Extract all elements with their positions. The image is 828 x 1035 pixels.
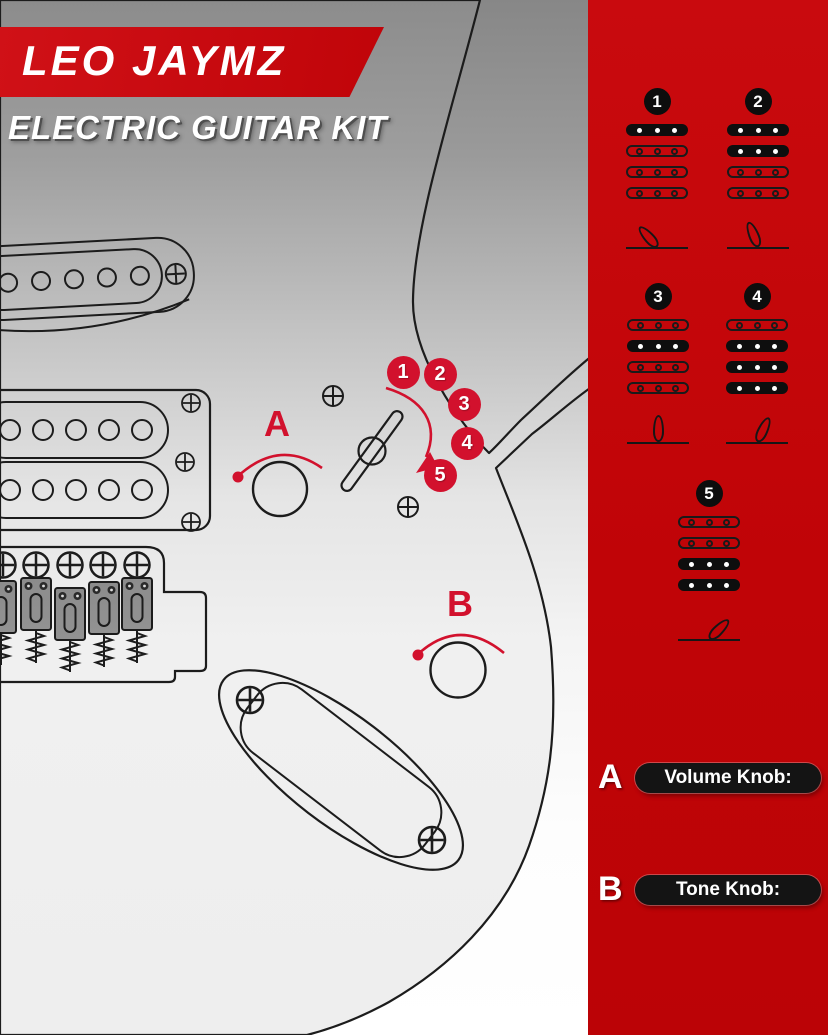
- pickup-bar-inactive: [727, 166, 789, 178]
- pickup-bars: [723, 124, 793, 199]
- pickup-bar-inactive: [626, 187, 688, 199]
- selector-number-badge: 5: [423, 458, 457, 492]
- screw-icon: [89, 551, 117, 579]
- legend-label: Volume Knob:: [664, 767, 792, 788]
- pickup-bar-inactive: [626, 145, 688, 157]
- selector-lever-icon: [726, 410, 788, 445]
- pickup-bar-active: [727, 124, 789, 136]
- pickup-bar-active: [726, 340, 788, 352]
- pickup-bar-inactive: [626, 166, 688, 178]
- legend-row: B Tone Knob:: [588, 870, 828, 908]
- brand-title: LEO JAYMZ: [22, 37, 287, 85]
- legend-pill: Tone Knob:: [635, 875, 821, 905]
- position-number-badge: 4: [743, 283, 771, 310]
- knob-a-label: A: [264, 403, 290, 444]
- pickup-bars: [623, 319, 693, 394]
- knob-a-arc-dot: [232, 471, 244, 483]
- selector-number-badge: 4: [450, 426, 484, 460]
- brand-banner: LEO JAYMZ: [0, 27, 384, 97]
- pickup-bars: [674, 516, 744, 591]
- pickup-bar-active: [726, 361, 788, 373]
- pickup-position-diagram: 2: [723, 88, 793, 250]
- bridge-saddle: [88, 581, 120, 635]
- pickup-position-diagram: 4: [722, 283, 792, 445]
- pickup-bars: [622, 124, 692, 199]
- pickup-position-diagram: 1: [622, 88, 692, 251]
- position-number-badge: 1: [643, 88, 671, 115]
- legend-key: A: [598, 758, 623, 796]
- selector-lever-icon: [626, 215, 688, 251]
- pickup-bar-inactive: [627, 361, 689, 373]
- pickup-bar-inactive: [727, 187, 789, 199]
- sidebar: 1 2 3 4 5: [588, 0, 828, 1035]
- pickup-bar-inactive: [627, 382, 689, 394]
- knob-b-rotation-arc: [416, 633, 505, 656]
- position-number-badge: 2: [744, 88, 772, 115]
- screw-icon: [56, 551, 84, 579]
- pickup-bar-active: [678, 558, 740, 570]
- pickup-position-diagram: 3: [623, 283, 693, 444]
- screw-icon: [123, 551, 151, 579]
- knob-a-rotation-arc: [236, 453, 323, 478]
- guitar-body-outline: [0, 0, 603, 1035]
- tone-knob: [429, 641, 487, 699]
- pickup-bar-active: [727, 145, 789, 157]
- position-number-badge: 5: [695, 480, 723, 507]
- pickup-bar-inactive: [678, 516, 740, 528]
- knob-b-arc-dot: [412, 649, 424, 661]
- selector-number-badge: 3: [447, 387, 481, 421]
- legend-key: B: [598, 870, 623, 908]
- pickup-bar-inactive: [678, 537, 740, 549]
- screw-icon: [322, 385, 344, 407]
- bridge-saddle: [54, 587, 86, 641]
- bridge-humbucker-pickup: [0, 388, 212, 532]
- screw-icon: [235, 685, 265, 715]
- neck-single-coil-pickup: [0, 236, 195, 333]
- bridge-saddle: [0, 580, 17, 634]
- screw-icon: [417, 825, 447, 855]
- annotation-arcs: [232, 386, 505, 661]
- selector-number-badge: 1: [386, 355, 420, 389]
- screw-icon: [164, 262, 188, 286]
- legend-row: A Volume Knob:: [588, 758, 828, 796]
- pickup-bars: [722, 319, 792, 394]
- legend-label: Tone Knob:: [675, 879, 781, 900]
- position-number-badge: 3: [644, 283, 672, 310]
- pickup-bar-inactive: [726, 319, 788, 331]
- screw-icon: [181, 393, 201, 413]
- screw-icon: [175, 452, 195, 472]
- pickup-bar-active: [678, 579, 740, 591]
- knob-b-label: B: [447, 583, 473, 624]
- selector-number-badge: 2: [423, 357, 457, 391]
- selector-sweep-arrow: [385, 386, 433, 458]
- pickup-selector-switch: [322, 385, 419, 518]
- selector-lever-icon: [727, 215, 789, 250]
- legend-pill: Volume Knob:: [635, 763, 821, 793]
- pickup-bar-inactive: [627, 319, 689, 331]
- pickup-bar-active: [627, 340, 689, 352]
- selector-lever-icon: [678, 607, 740, 643]
- volume-knob: [251, 460, 309, 518]
- bridge-saddle: [20, 577, 52, 631]
- pickup-bar-active: [626, 124, 688, 136]
- screw-icon: [397, 496, 419, 518]
- pickup-bar-active: [726, 382, 788, 394]
- screw-icon: [22, 551, 50, 579]
- pickup-position-diagram: 5: [674, 480, 744, 643]
- screw-icon: [181, 512, 201, 532]
- tremolo-bridge: [0, 545, 208, 684]
- output-jack-plate: [217, 669, 465, 871]
- brand-subtitle: ELECTRIC GUITAR KIT: [8, 109, 388, 146]
- selector-lever-icon: [627, 410, 689, 444]
- bridge-saddle: [121, 577, 153, 631]
